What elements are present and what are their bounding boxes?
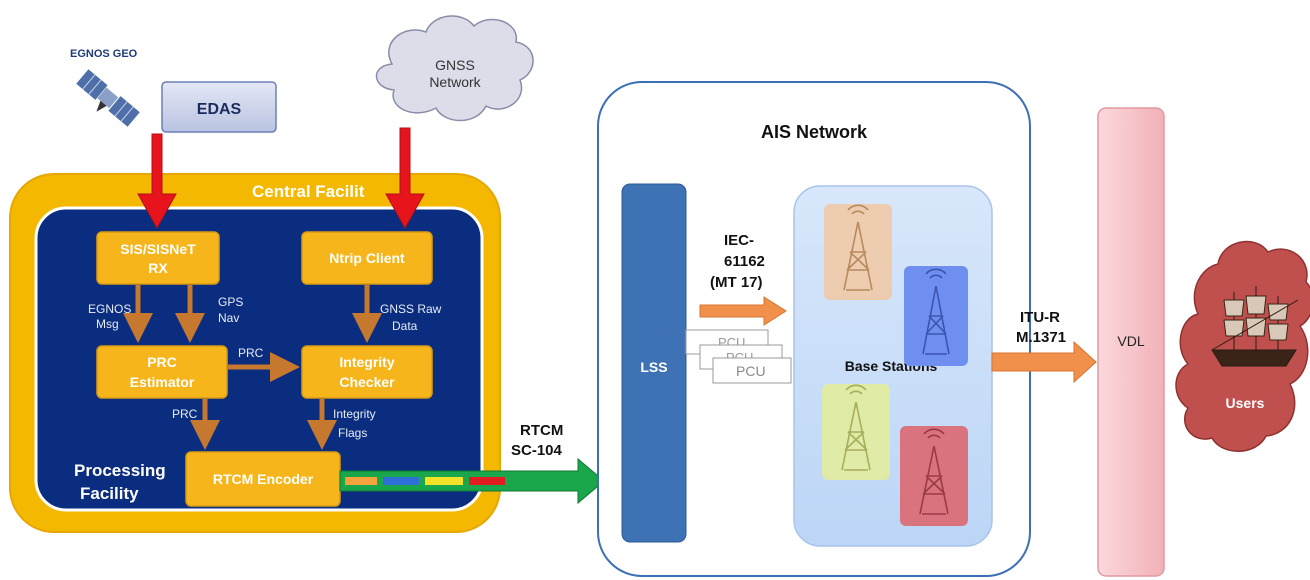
tower-icon bbox=[900, 426, 968, 526]
integrity-checker-block: Integrity Checker bbox=[301, 345, 433, 399]
rtcm-encoder-block: RTCM Encoder bbox=[185, 451, 341, 507]
itu-line1: ITU-R bbox=[1020, 309, 1060, 326]
egnos-msg-line1: EGNOS bbox=[88, 302, 131, 316]
prc-vertical-label: PRC bbox=[172, 407, 198, 421]
satellite-icon bbox=[74, 67, 142, 129]
edas-box: EDAS bbox=[161, 81, 277, 133]
gnss-input-arrow bbox=[385, 127, 425, 230]
gps-nav-line1: GPS bbox=[218, 295, 243, 309]
integrity-flags-line2: Flags bbox=[338, 426, 367, 440]
integrity-checker-line2: Checker bbox=[339, 374, 395, 390]
users-cloud: Users bbox=[1175, 240, 1310, 452]
rtcm-encoder-label: RTCM Encoder bbox=[213, 471, 314, 487]
sis-rx-block: SIS/SISNeT RX bbox=[96, 231, 220, 285]
egnos-msg-line2: Msg bbox=[96, 317, 119, 331]
tower-icon bbox=[822, 384, 890, 480]
rtcm-link-arrow bbox=[339, 457, 605, 505]
rtcm-link-line1: RTCM bbox=[520, 422, 563, 439]
pcu-label-3: PCU bbox=[736, 363, 766, 379]
iec-line2: 61162 bbox=[724, 253, 765, 270]
itu-arrow bbox=[991, 340, 1097, 384]
sis-rx-line2: RX bbox=[148, 260, 168, 276]
edas-label: EDAS bbox=[197, 101, 242, 118]
sis-rx-line1: SIS/SISNeT bbox=[120, 241, 196, 257]
itu-line2: M.1371 bbox=[1016, 329, 1066, 346]
vdl-box bbox=[1097, 107, 1165, 577]
prc-horizontal-label: PRC bbox=[238, 346, 264, 360]
prc-estimator-block: PRC Estimator bbox=[96, 345, 228, 399]
gnss-raw-line2: Data bbox=[392, 319, 418, 333]
tower-icon bbox=[824, 204, 892, 300]
processing-facility-line2: Facility bbox=[80, 484, 139, 503]
prc-estimator-line1: PRC bbox=[147, 354, 177, 370]
prc-estimator-line2: Estimator bbox=[130, 374, 195, 390]
iec-arrow bbox=[699, 296, 787, 326]
pcu-stack: PCU PCU PCU bbox=[685, 329, 792, 384]
tower-icon bbox=[904, 266, 968, 366]
ntrip-client-label: Ntrip Client bbox=[329, 250, 405, 266]
rtcm-link-line2: SC-104 bbox=[511, 442, 563, 459]
gnss-network-cloud: GNSS Network bbox=[375, 15, 534, 122]
internal-arrows bbox=[123, 285, 382, 450]
central-facility-title: Central Facilit bbox=[252, 182, 365, 201]
integrity-flags-line1: Integrity bbox=[333, 407, 376, 421]
iec-line1: IEC- bbox=[724, 232, 754, 249]
satellite-label: EGNOS GEO bbox=[70, 48, 138, 60]
pcu-box-3 bbox=[712, 357, 792, 384]
users-label: Users bbox=[1226, 395, 1265, 411]
integrity-checker-line1: Integrity bbox=[339, 354, 394, 370]
gnss-network-line1: GNSS bbox=[435, 57, 475, 73]
gps-nav-line2: Nav bbox=[218, 311, 239, 325]
lss-box bbox=[621, 183, 687, 543]
ntrip-client-block: Ntrip Client bbox=[301, 231, 433, 285]
gnss-raw-line1: GNSS Raw bbox=[380, 302, 442, 316]
edas-input-arrow bbox=[137, 133, 177, 230]
vdl-label: VDL bbox=[1117, 333, 1144, 349]
lss-label: LSS bbox=[640, 359, 667, 375]
gnss-network-line2: Network bbox=[429, 74, 481, 90]
ais-network-title: AIS Network bbox=[761, 122, 868, 142]
ship-icon bbox=[1211, 286, 1299, 367]
processing-facility-line1: Processing bbox=[74, 461, 166, 480]
iec-line3: (MT 17) bbox=[710, 274, 763, 291]
